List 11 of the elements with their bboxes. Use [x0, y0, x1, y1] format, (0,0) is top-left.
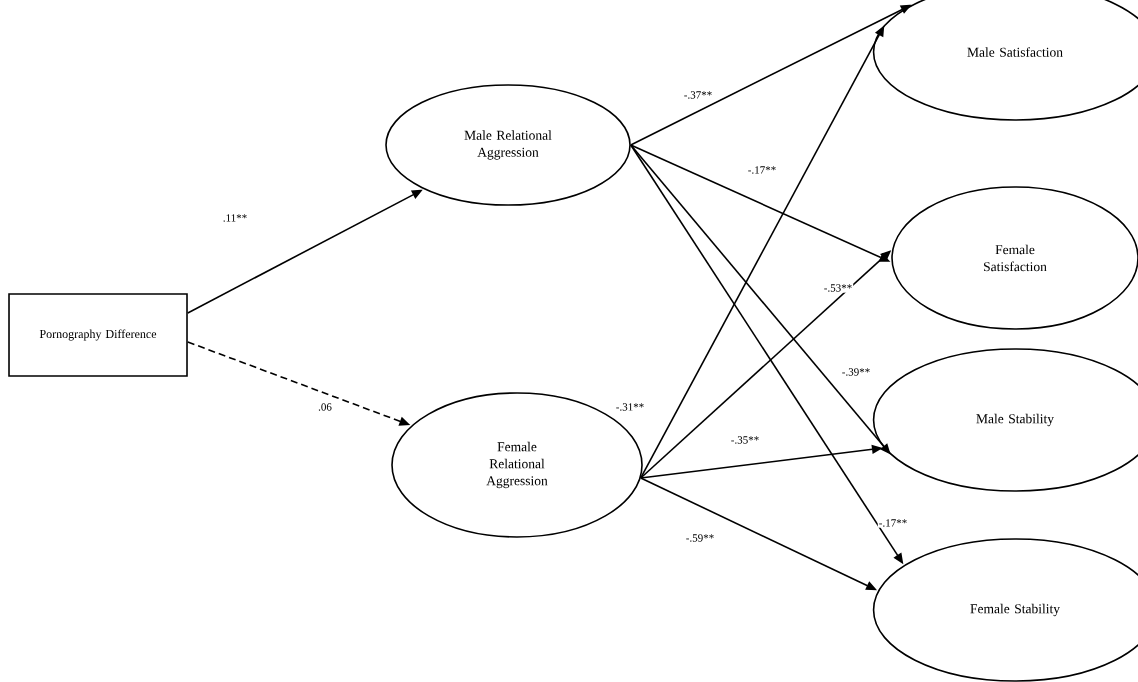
coefficient-label: -.53** [822, 283, 854, 293]
coefficient-label: -.31** [614, 402, 646, 412]
coefficient-label: .11** [221, 213, 249, 223]
variable-box: Pornography Difference [8, 293, 188, 377]
coefficient-label: -.39** [840, 367, 872, 377]
coefficient-label: -.37** [682, 90, 714, 100]
coefficient-label: -.59** [684, 533, 716, 543]
coefficient-label: -.35** [729, 435, 761, 445]
coefficient-label: .06 [317, 402, 333, 412]
coefficient-label: -.17** [746, 165, 778, 175]
coefficient-label: -.17** [877, 518, 909, 528]
